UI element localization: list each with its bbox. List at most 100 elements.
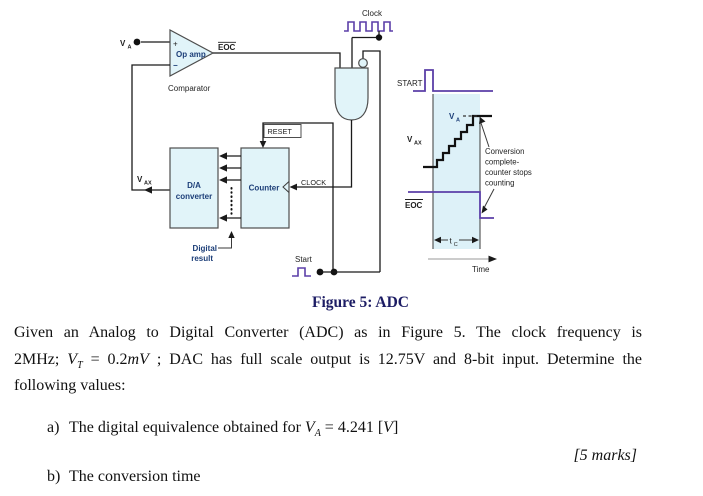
timing-vax-label-sub: AX [414, 141, 422, 147]
clock-source: Clock [344, 9, 393, 41]
q2-pre: 2MHz; [14, 351, 68, 368]
reset-label-box [263, 124, 302, 138]
item-a-va-symbol: V [304, 419, 315, 436]
reset-wire: RESET [259, 122, 334, 272]
question-line-2: 2MHz; VT = 0.2mV ; DAC has full scale ou… [14, 351, 642, 371]
adc-block-diagram: V A + Op amp − Comparator EOC V AX [120, 9, 393, 277]
item-a-text: The digital equivalence obtained for [69, 419, 305, 436]
note-line4: counting [485, 179, 514, 188]
va-input: V A [120, 38, 170, 51]
comparator-label: Comparator [168, 84, 211, 93]
digital-result-pointer [218, 237, 232, 249]
timing-va-label-sub: A [456, 118, 460, 124]
item-a-unit: V [383, 419, 393, 436]
item-a-close: ] [392, 419, 399, 436]
note-pointer-line-bottom [483, 188, 495, 209]
tc-label-sub: C [454, 242, 458, 248]
start-input: Start [292, 255, 380, 277]
counter-block: Counter [240, 147, 290, 229]
q2-vt-symbol: V [67, 351, 78, 368]
bus-arrowhead-2 [219, 164, 227, 172]
start-waveform: START [397, 69, 493, 92]
va-label-sub: A [128, 45, 132, 51]
data-bus [219, 152, 241, 222]
va-label: V [120, 39, 126, 48]
dac-block: D/A converter [169, 147, 219, 229]
clock-tap-wire [352, 31, 380, 39]
eoc-trace [408, 191, 494, 219]
marks-note: [5 marks] [573, 447, 637, 464]
dac-label-line1: D/A [187, 181, 201, 190]
staircase-waveform: V AX V A [407, 112, 492, 169]
digital-result-label: Digital result [191, 231, 235, 263]
time-axis-arrowhead [488, 255, 497, 263]
vax-label-sub: AX [144, 181, 152, 187]
vax-staircase-trace [423, 114, 492, 169]
adc-figure: V A + Op amp − Comparator EOC V AX [120, 9, 532, 277]
note-pointer-arrowhead-bottom [481, 205, 488, 214]
digital-result-line1: Digital [193, 244, 217, 253]
question-line-1: Given an Analog to Digital Converter (AD… [14, 324, 642, 341]
and-inverter-bubble [358, 58, 368, 68]
eoc-label: EOC [218, 43, 236, 52]
dac-box [169, 147, 219, 229]
bus-arrowhead-3 [219, 176, 227, 184]
tc-annotation: t C [434, 237, 479, 248]
va-terminal-dot [133, 38, 141, 46]
clock-waveform-icon [344, 21, 393, 32]
timing-start-label: START [397, 79, 423, 88]
note-line3: counter stops [485, 168, 532, 177]
question-item-b: b) The conversion time [47, 468, 201, 486]
figure-caption: Figure 5: ADC [311, 294, 409, 311]
start-label: Start [295, 255, 313, 264]
item-b-text: The conversion time [69, 468, 201, 485]
feedback-path [131, 64, 170, 191]
dac-label-line2: converter [176, 192, 212, 201]
counter-clock-wedge [282, 181, 290, 193]
eoc-wire: EOC [213, 41, 341, 68]
tc-arrowhead-right [472, 236, 479, 244]
item-a-va-sub: A [314, 428, 321, 440]
item-a-eq: = 4.241 [ [320, 419, 384, 436]
time-axis: Time [428, 255, 497, 274]
bus-lines [227, 155, 241, 219]
note-pointer-arrowhead-top [479, 117, 486, 124]
bus-arrowhead-4 [219, 214, 227, 222]
q2-vt-sub: T [77, 360, 83, 372]
digital-result-line2: result [191, 254, 213, 263]
and-gate-body [334, 67, 369, 121]
reset-path [262, 122, 334, 272]
opamp-triangle [169, 28, 215, 78]
timing-eoc-label: EOC [405, 201, 423, 210]
opamp-plus: + [173, 40, 178, 49]
reset-label: RESET [268, 127, 293, 136]
conversion-note: Conversion complete- counter stops count… [479, 117, 532, 214]
item-a-label: a) [47, 419, 60, 436]
timing-vax-label: V [407, 135, 413, 144]
and-output-wire [296, 120, 353, 188]
digital-result-arrowhead [228, 231, 235, 238]
start-trace [413, 69, 493, 92]
timing-diagram: START V AX V A Conversion complete- coun… [397, 69, 532, 274]
and-gate: CLOCK [289, 37, 381, 272]
q2-post: ; DAC has full scale output is 12.75V an… [148, 351, 643, 368]
q2-mv: mV [127, 351, 149, 368]
note-line2: complete- [485, 158, 520, 167]
eoc-waveform: EOC [405, 191, 494, 219]
question-line-3: following values: [14, 377, 126, 394]
q2-eq: = 0.2 [82, 351, 128, 368]
feedback-wire: V AX [131, 64, 170, 194]
eoc-wire-path [213, 52, 341, 68]
reset-arrowhead [259, 141, 267, 148]
time-label: Time [472, 265, 490, 274]
timing-va-label: V [449, 112, 455, 121]
clock-input-label: CLOCK [301, 178, 326, 187]
vax-label: V [137, 175, 143, 184]
counter-label: Counter [249, 184, 280, 193]
note-pointer-line-top [480, 122, 490, 148]
question-item-a: a) The digital equivalence obtained for V… [47, 419, 398, 439]
clock-arrowhead [289, 183, 297, 191]
opamp-minus: − [173, 61, 178, 70]
item-b-label: b) [47, 468, 61, 485]
tc-arrowhead-left [434, 236, 441, 244]
